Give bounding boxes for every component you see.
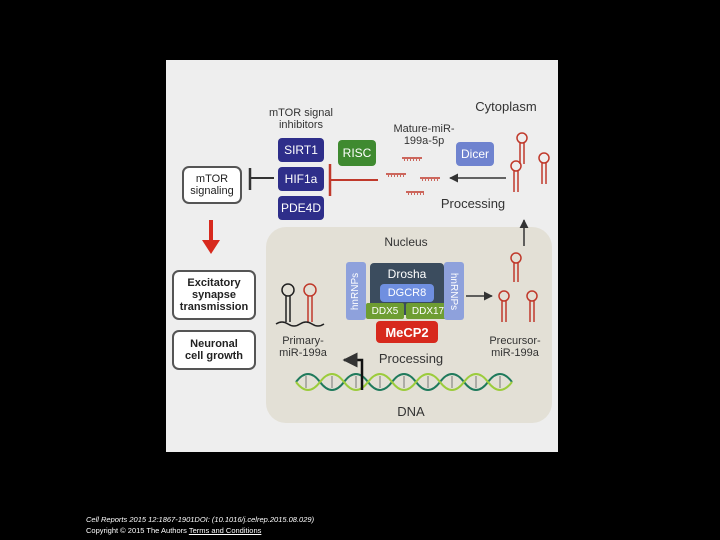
mtor-inhibition-bar [248,168,274,190]
mtor-inhibitors-label: mTOR signal inhibitors [269,107,333,131]
dna-helix [295,373,513,391]
dgcr8-box: DGCR8 [380,284,434,302]
mirna-inhibition-bar [328,164,378,196]
mature-mirna-fragments [386,157,440,195]
hnrnps-right-box: hnRNPs [444,262,464,320]
dna-label: DNA [397,404,425,419]
citation-text: Cell Reports 2015 12:1867-1901DOI: (10.1… [86,515,315,524]
hif1a-box: HIF1a [278,167,324,191]
ddx5-box: DDX5 [366,303,404,319]
footer: Cell Reports 2015 12:1867-1901DOI: (10.1… [86,514,314,536]
diagram-graphics [202,132,550,391]
ddx17-box: DDX17 [406,303,450,319]
hnrnps-left-box: hnRNPs [346,262,366,320]
risc-box: RISC [338,140,376,166]
mature-mirna-label: Mature-miR-199a-5p [393,123,455,147]
processing-nucleus-label: Processing [378,351,444,366]
processing-cytoplasm-label: Processing [440,196,506,211]
mecp2-box: MeCP2 [376,321,438,343]
cytoplasm-hairpins [510,132,550,192]
figure-panel: Cytoplasm mTOR signal inhibitors Mature-… [166,60,558,452]
primary-mirna-label: Primary-miR-199a [279,335,327,359]
precursor-hairpins [498,252,538,322]
primary-hairpins [275,283,325,327]
nucleus-label: Nucleus [384,235,428,249]
dicer-box: Dicer [456,142,494,166]
pde4d-box: PDE4D [278,196,324,220]
cytoplasm-label: Cytoplasm [475,99,537,114]
neuronal-growth-box: Neuronal cell growth [172,330,256,370]
copyright-line: Copyright © 2015 The Authors Terms and C… [86,525,314,536]
red-down-arrow [202,220,220,254]
precursor-mirna-label: Precursor-miR-199a [489,335,541,359]
transcription-arrow [342,352,364,390]
terms-link[interactable]: Terms and Conditions [188,526,262,535]
sirt1-box: SIRT1 [278,138,324,162]
copyright-text: Copyright © 2015 The Authors [86,526,187,535]
excitatory-synapse-box: Excitatory synapse transmission [172,270,256,320]
mtor-signaling-box: mTOR signaling [182,166,242,204]
